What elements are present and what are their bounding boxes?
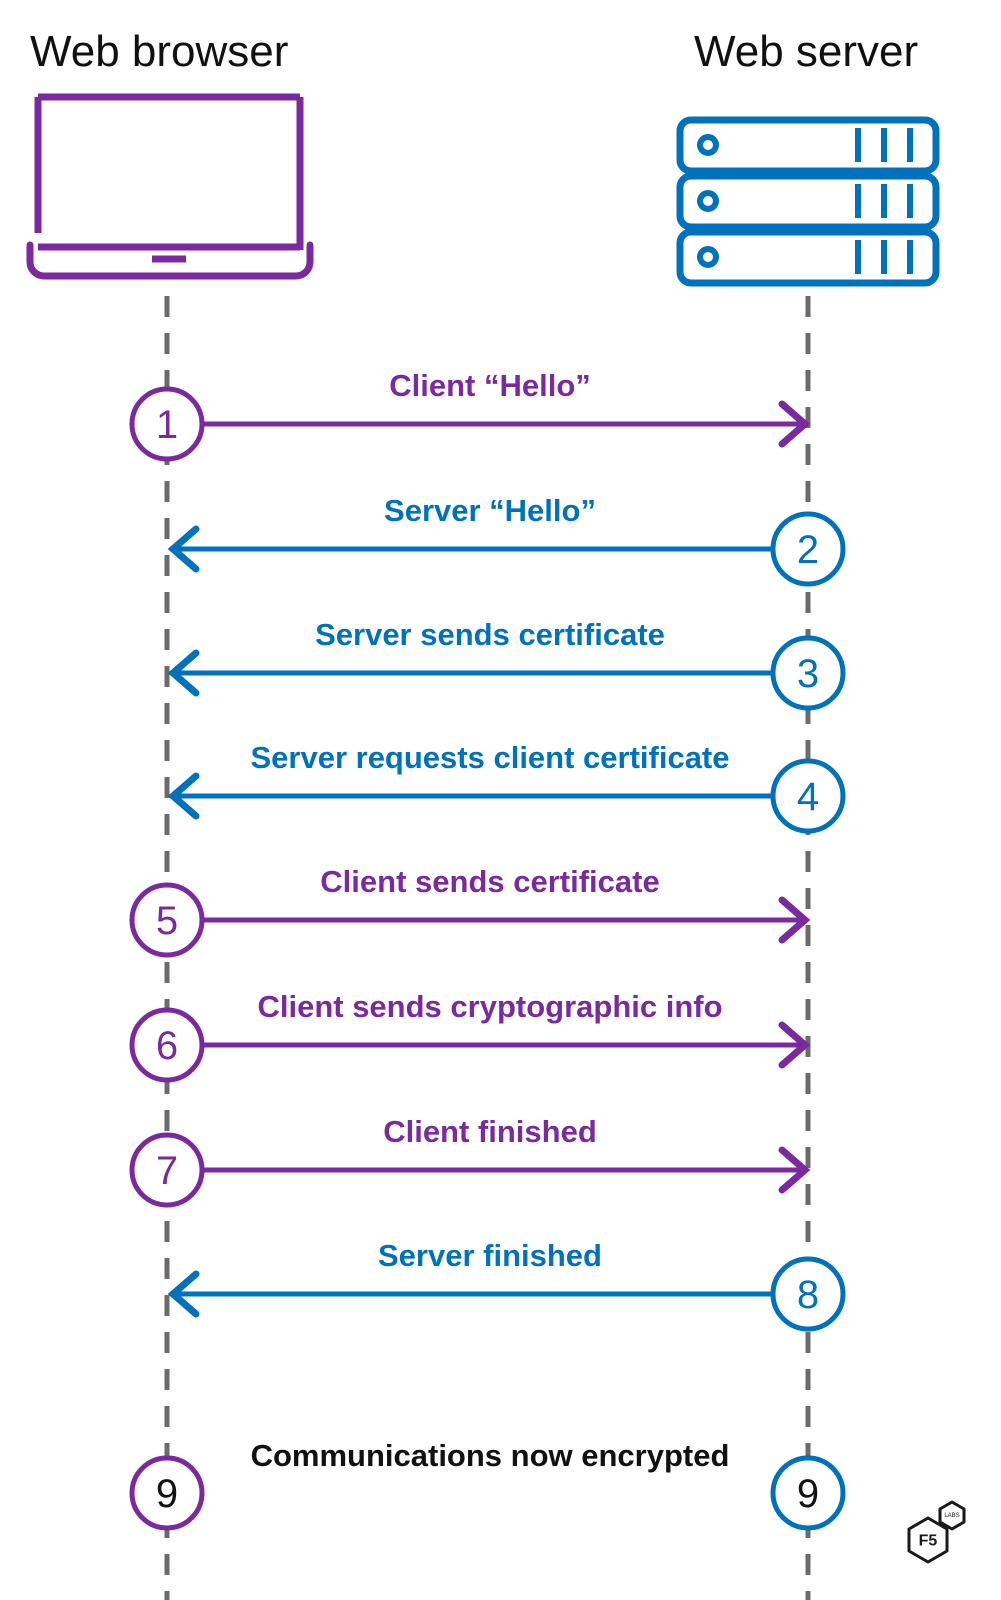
step-2-label: Server “Hello” xyxy=(384,493,596,528)
step-3-number: 3 xyxy=(797,652,819,696)
step-3-badge xyxy=(770,635,846,711)
step-4-arrowhead-left xyxy=(167,772,200,820)
step-9-number-server: 9 xyxy=(797,1472,819,1516)
step-2-badge xyxy=(770,511,846,587)
step-8-label: Server finished xyxy=(378,1238,602,1273)
f5-labs-logo: LABS F5 xyxy=(907,1500,966,1564)
step-2-arrowhead-left xyxy=(167,525,200,573)
step-6-arrowhead-right xyxy=(778,1021,811,1069)
step-1-label: Client “Hello” xyxy=(389,368,591,403)
step-6-label: Client sends cryptographic info xyxy=(257,989,722,1024)
step-2-number: 2 xyxy=(797,528,819,572)
step-1-arrowhead-right xyxy=(778,400,811,448)
step-5-number: 5 xyxy=(156,899,178,943)
step-3-label: Server sends certificate xyxy=(315,617,665,652)
step-8-number: 8 xyxy=(797,1273,819,1317)
step-9-label: Communications now encrypted xyxy=(251,1438,730,1473)
step-2: Server “Hello” 2 xyxy=(167,493,846,587)
step-1: Client “Hello” 1 xyxy=(129,368,811,462)
step-5: Client sends certificate 5 xyxy=(129,864,811,958)
laptop-icon xyxy=(26,93,314,280)
step-4-number: 4 xyxy=(797,775,819,819)
server-rack-icon xyxy=(676,116,940,287)
step-1-number: 1 xyxy=(156,403,178,447)
step-9: Communications now encrypted 9 9 xyxy=(129,1438,846,1531)
step-6: Client sends cryptographic info 6 xyxy=(129,989,811,1083)
actor-label-web-server: Web server xyxy=(694,27,918,76)
step-4-label: Server requests client certificate xyxy=(250,740,729,775)
step-7-arrowhead-right xyxy=(778,1146,811,1194)
f5-labs-secondary-text: LABS xyxy=(944,1513,959,1519)
step-5-badge xyxy=(129,882,205,958)
step-6-number: 6 xyxy=(156,1024,178,1068)
step-9-number-client: 9 xyxy=(156,1472,178,1516)
step-6-badge xyxy=(129,1007,205,1083)
step-9-badge-server xyxy=(770,1455,846,1531)
step-4-badge xyxy=(770,758,846,834)
step-5-arrowhead-right xyxy=(778,896,811,944)
step-7-badge xyxy=(129,1132,205,1208)
step-3: Server sends certificate 3 xyxy=(167,617,846,711)
step-7-number: 7 xyxy=(156,1149,178,1193)
actor-label-web-browser: Web browser xyxy=(30,27,288,76)
step-8: Server finished 8 xyxy=(167,1238,846,1332)
step-3-arrowhead-left xyxy=(167,649,200,697)
step-1-badge xyxy=(129,386,205,462)
f5-labs-primary-text: F5 xyxy=(919,1533,938,1550)
step-7: Client finished 7 xyxy=(129,1114,811,1208)
step-8-badge xyxy=(770,1256,846,1332)
step-8-arrowhead-left xyxy=(167,1270,200,1318)
step-9-badge-client xyxy=(129,1455,205,1531)
step-4: Server requests client certificate 4 xyxy=(167,740,846,834)
step-7-label: Client finished xyxy=(383,1114,597,1149)
step-5-label: Client sends certificate xyxy=(320,864,659,899)
